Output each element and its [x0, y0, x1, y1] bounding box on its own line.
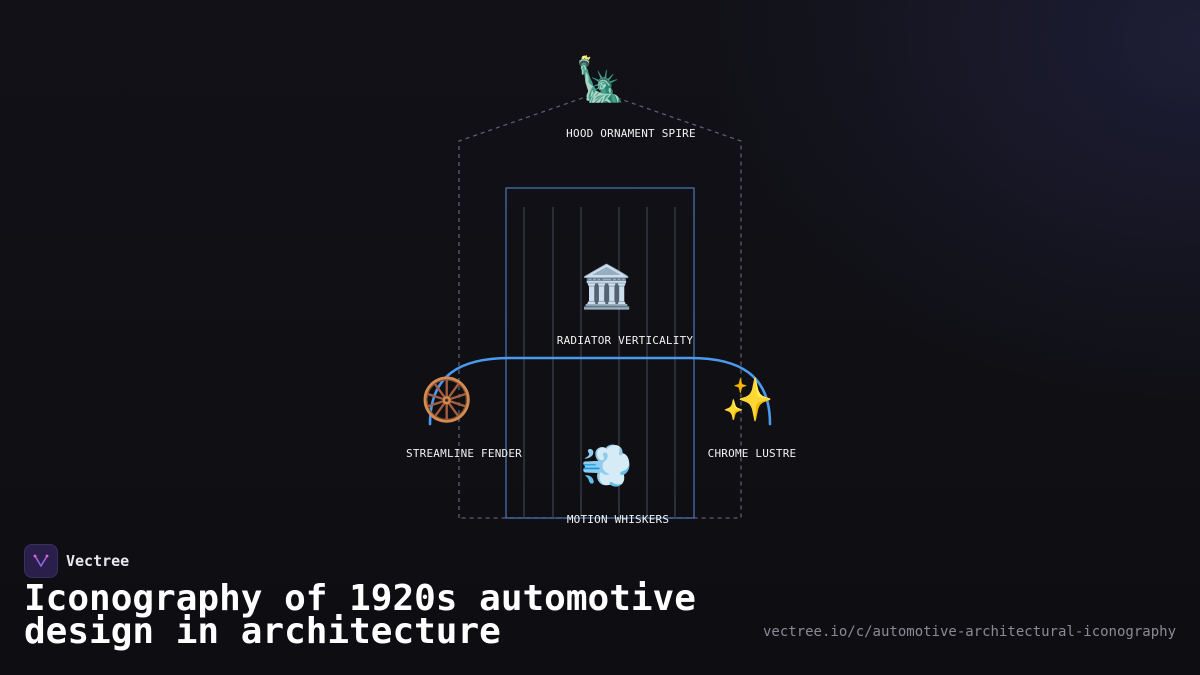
brand-name: Vectree — [66, 552, 130, 570]
classical-building-icon: 🏛️ — [580, 262, 634, 311]
label-hood-ornament-spire: HOOD ORNAMENT SPIRE — [566, 127, 696, 140]
brand: Vectree — [24, 544, 129, 578]
fender-arc — [428, 356, 772, 426]
vectree-logo-icon — [24, 544, 58, 578]
label-motion-whiskers: MOTION WHISKERS — [566, 513, 670, 526]
page-title: Iconography of 1920s automotive design i… — [24, 578, 696, 652]
label-streamline-fender: STREAMLINE FENDER — [406, 447, 522, 460]
radiator-frame — [505, 187, 695, 519]
dash-wind-icon: 💨 — [580, 441, 634, 490]
statue-icon: 🗽 — [574, 55, 628, 104]
label-chrome-lustre: CHROME LUSTRE — [707, 447, 797, 460]
source-url: vectree.io/c/automotive-architectural-ic… — [762, 624, 1176, 640]
label-radiator-verticality: RADIATOR VERTICALITY — [556, 334, 694, 347]
sparkles-icon: ✨ — [721, 375, 775, 424]
wheel-icon: 🛞 — [420, 375, 474, 424]
